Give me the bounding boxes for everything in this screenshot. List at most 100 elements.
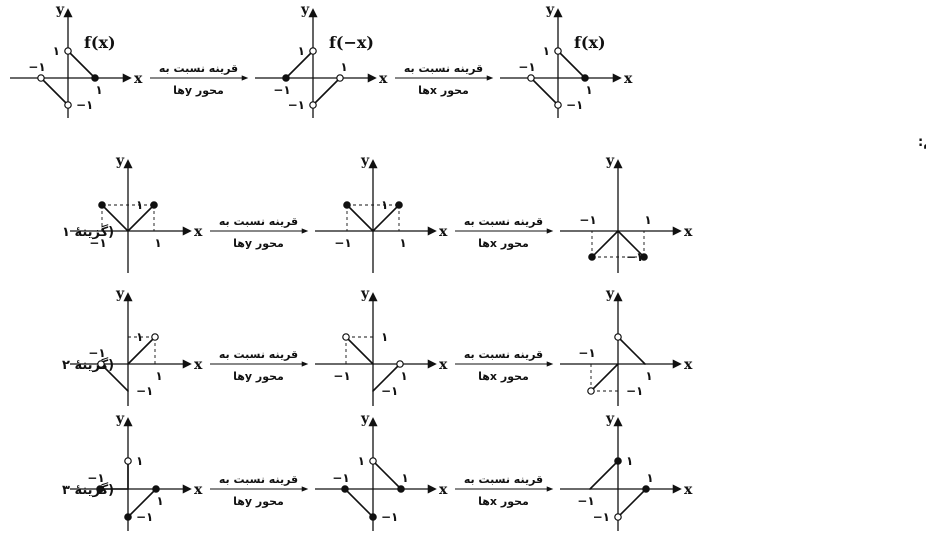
y-axis-label: y xyxy=(605,411,615,427)
open-endpoint xyxy=(614,333,622,341)
diagram-layer: xy−۱۱۱−۱f(x)xy−۱۱۱−۱f(−x)xy−۱۱۱−۱f(x)قری… xyxy=(10,2,693,531)
closed-endpoint xyxy=(397,485,405,493)
tick-label-one: ۱ xyxy=(136,454,143,468)
closed-endpoint xyxy=(152,485,160,493)
graph-segment xyxy=(100,363,129,392)
closed-endpoint xyxy=(91,74,99,82)
graph-segment xyxy=(372,363,401,392)
x-axis-label: x xyxy=(134,71,143,87)
tick-label-minus-one: −۱ xyxy=(136,510,153,524)
tick-label-minus-one: −۱ xyxy=(89,236,106,250)
tick-label-one: ۱ xyxy=(401,471,408,485)
graph-segment xyxy=(372,460,402,490)
closed-endpoint xyxy=(98,201,106,209)
graph-segment xyxy=(40,77,69,106)
graph-segment xyxy=(127,336,156,365)
tick-label-minus-one: −۱ xyxy=(333,369,350,383)
tick-label-one: ۱ xyxy=(644,213,651,227)
tick-label-minus-one: −۱ xyxy=(273,83,290,97)
open-endpoint xyxy=(37,74,45,82)
graph-option-3-1: xy−۱۱۱−۱ xyxy=(70,411,203,531)
transform-text-line2: محور xها xyxy=(478,495,529,508)
y-axis-label: y xyxy=(55,2,65,18)
graph-segment xyxy=(127,204,155,232)
x-axis-label: x xyxy=(194,357,203,373)
closed-endpoint xyxy=(282,74,290,82)
tick-label-minus-one: −۱ xyxy=(626,250,643,264)
graph-segment xyxy=(344,488,374,518)
graph-segment xyxy=(346,204,374,232)
graph-main-2: xy−۱۱۱−۱f(−x) xyxy=(255,2,388,118)
graph-segment xyxy=(617,230,645,258)
tick-label-one: ۱ xyxy=(298,44,305,58)
tick-label-one: ۱ xyxy=(53,44,60,58)
tick-label-one: ۱ xyxy=(645,369,652,383)
graph-segment xyxy=(372,204,400,232)
open-endpoint xyxy=(124,457,132,465)
tick-label-minus-one: −۱ xyxy=(28,60,45,74)
function-label: f(−x) xyxy=(329,33,374,52)
tick-label-minus-one: −۱ xyxy=(566,98,583,112)
open-endpoint xyxy=(527,74,535,82)
tick-label-one: ۱ xyxy=(155,369,162,383)
closed-endpoint xyxy=(642,485,650,493)
function-label: f(x) xyxy=(574,33,606,52)
transform-text-line1: قرینه نسبت به xyxy=(159,62,238,75)
tick-label-minus-one: −۱ xyxy=(579,213,596,227)
graph-segment xyxy=(591,230,619,258)
tick-label-one: ۱ xyxy=(543,44,550,58)
x-axis-label: x xyxy=(439,224,448,240)
closed-endpoint xyxy=(341,485,349,493)
tick-label-one: ۱ xyxy=(340,60,347,74)
tick-label-one: ۱ xyxy=(156,494,163,508)
transform-text-line1: قرینه نسبت به xyxy=(464,348,543,361)
tick-label-one: ۱ xyxy=(399,236,406,250)
closed-endpoint xyxy=(96,485,104,493)
graph-segment xyxy=(312,77,341,106)
graph-segment xyxy=(617,336,646,365)
tick-label-minus-one: −۱ xyxy=(76,98,93,112)
y-axis-label: y xyxy=(605,286,615,302)
y-axis-label: y xyxy=(360,411,370,427)
closed-endpoint xyxy=(124,513,132,521)
graph-segment xyxy=(617,488,647,518)
closed-endpoint xyxy=(614,457,622,465)
closed-endpoint xyxy=(588,253,596,261)
tick-label-minus-one: −۱ xyxy=(381,384,398,398)
open-endpoint xyxy=(554,47,562,55)
transform-text-line2: محور yها xyxy=(233,495,284,508)
tick-label-one: ۱ xyxy=(626,454,633,468)
x-axis-label: x xyxy=(684,224,693,240)
graph-main-3: xy−۱۱۱−۱f(x) xyxy=(500,2,633,118)
transform-text-line1: قرینه نسبت به xyxy=(219,215,298,228)
open-endpoint xyxy=(369,457,377,465)
graph-segment xyxy=(557,50,586,79)
graph-main-1: xy−۱۱۱−۱f(x) xyxy=(10,2,143,118)
tick-label-minus-one: −۱ xyxy=(332,471,349,485)
graph-segment xyxy=(101,204,129,232)
open-endpoint xyxy=(64,101,72,109)
x-axis-label: x xyxy=(684,482,693,498)
transform-text-line2: محور xها xyxy=(478,370,529,383)
transform-text-line1: قرینه نسبت به xyxy=(219,348,298,361)
tick-label-one: ۱ xyxy=(358,454,365,468)
y-axis-label: y xyxy=(115,411,125,427)
tick-label-one: ۱ xyxy=(400,369,407,383)
graph-option-3-3: xy−۱۱۱−۱ xyxy=(560,411,693,531)
transform-text-line2: محور yها xyxy=(233,237,284,250)
x-axis-label: x xyxy=(194,482,203,498)
tick-label-one: ۱ xyxy=(95,83,102,97)
y-axis-label: y xyxy=(300,2,310,18)
option-label-1: (گزینۀ ۱ xyxy=(62,224,114,240)
y-axis-label: y xyxy=(545,2,555,18)
graph-segment xyxy=(67,50,96,79)
graph-segment xyxy=(589,460,619,490)
tick-label-minus-one: −۱ xyxy=(578,346,595,360)
